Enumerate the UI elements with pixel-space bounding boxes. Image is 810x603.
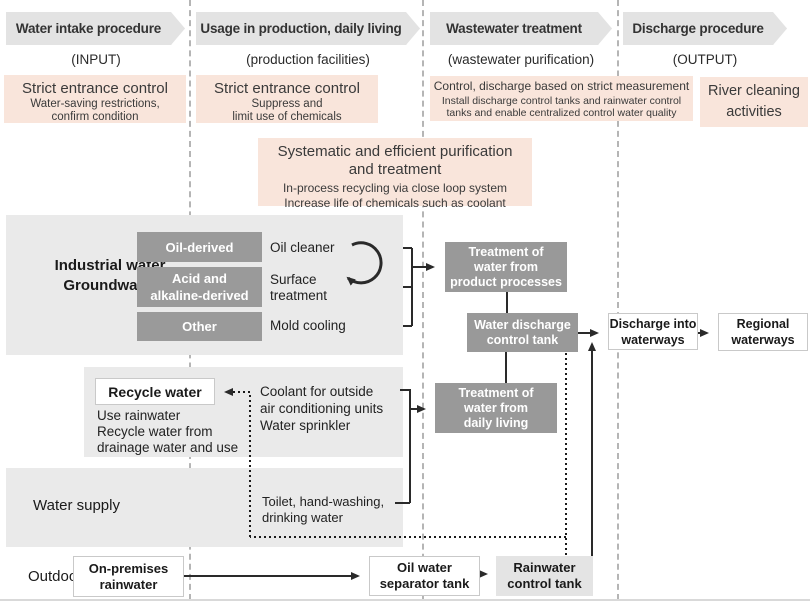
note-title: River cleaning activities — [708, 83, 800, 120]
stage-wastewater-purification: (wastewater purification) — [447, 52, 595, 67]
note-body: In-process recycling via close loop syst… — [282, 181, 508, 210]
stage-production-facilities: (production facilities) — [246, 52, 370, 67]
stage-output: (OUTPUT) — [672, 52, 738, 67]
column-separator — [422, 0, 424, 600]
header-water-intake: Water intake procedure — [6, 12, 185, 45]
header-label: Discharge procedure — [632, 21, 764, 36]
use-surface-treatment: Surface treatment — [270, 272, 328, 303]
chip-acid-alkaline: Acid and alkaline-derived — [137, 267, 262, 307]
note-title: Strict entrance control — [214, 80, 360, 97]
stage-input: (INPUT) — [71, 52, 121, 67]
header-label: Water intake procedure — [15, 21, 162, 36]
note-river-cleaning: River cleaning activities — [700, 77, 808, 127]
rainwater-control-tank-box: Rainwater control tank — [496, 556, 593, 596]
treatment-daily-living-box: Treatment of water from daily living — [435, 383, 557, 433]
bottom-border — [0, 599, 810, 601]
header-wastewater-treatment: Wastewater treatment — [430, 12, 612, 45]
note-body: Water-saving restrictions, confirm condi… — [30, 98, 160, 123]
recycle-note: Use rainwater Recycle water from drainag… — [97, 408, 239, 455]
treatment-product-processes-box: Treatment of water from product processe… — [445, 242, 567, 292]
recycle-water-box: Recycle water — [95, 378, 215, 405]
toilet-note: Toilet, hand-washing, drinking water — [262, 494, 385, 525]
outdoor-label: Outdoor — [28, 568, 83, 585]
header-discharge-procedure: Discharge procedure — [623, 12, 787, 45]
note-measurement-control: Control, discharge based on strict measu… — [430, 76, 693, 121]
note-title: Strict entrance control — [22, 80, 168, 97]
note-title: Control, discharge based on strict measu… — [433, 79, 690, 93]
note-body: Suppress and limit use of chemicals — [232, 98, 342, 123]
header-label: Wastewater treatment — [446, 21, 582, 36]
chip-oil-derived: Oil-derived — [137, 232, 262, 262]
note-production-control: Strict entrance control Suppress and lim… — [196, 75, 378, 123]
use-oil-cleaner: Oil cleaner — [270, 240, 335, 255]
header-usage-production: Usage in production, daily living — [196, 12, 420, 45]
chip-other: Other — [137, 312, 262, 341]
discharge-into-waterways-box: Discharge into waterways — [608, 313, 698, 350]
use-mold-cooling: Mold cooling — [270, 318, 346, 333]
onpremises-rainwater-box: On-premises rainwater — [73, 556, 184, 597]
column-separator — [617, 0, 619, 600]
note-purification-treatment: Systematic and efficient purification an… — [258, 138, 532, 210]
water-supply-label: Water supply — [33, 497, 120, 514]
regional-waterways-box: Regional waterways — [718, 313, 808, 351]
note-body: Install discharge control tanks and rain… — [441, 95, 682, 119]
note-title: Systematic and efficient purification an… — [277, 143, 513, 178]
coolant-note: Coolant for outside air conditioning uni… — [260, 384, 384, 433]
water-discharge-control-tank-box: Water discharge control tank — [467, 313, 578, 352]
oil-water-separator-tank-box: Oil water separator tank — [369, 556, 480, 596]
note-intake-control: Strict entrance control Water-saving res… — [4, 75, 186, 123]
header-label: Usage in production, daily living — [200, 21, 402, 36]
